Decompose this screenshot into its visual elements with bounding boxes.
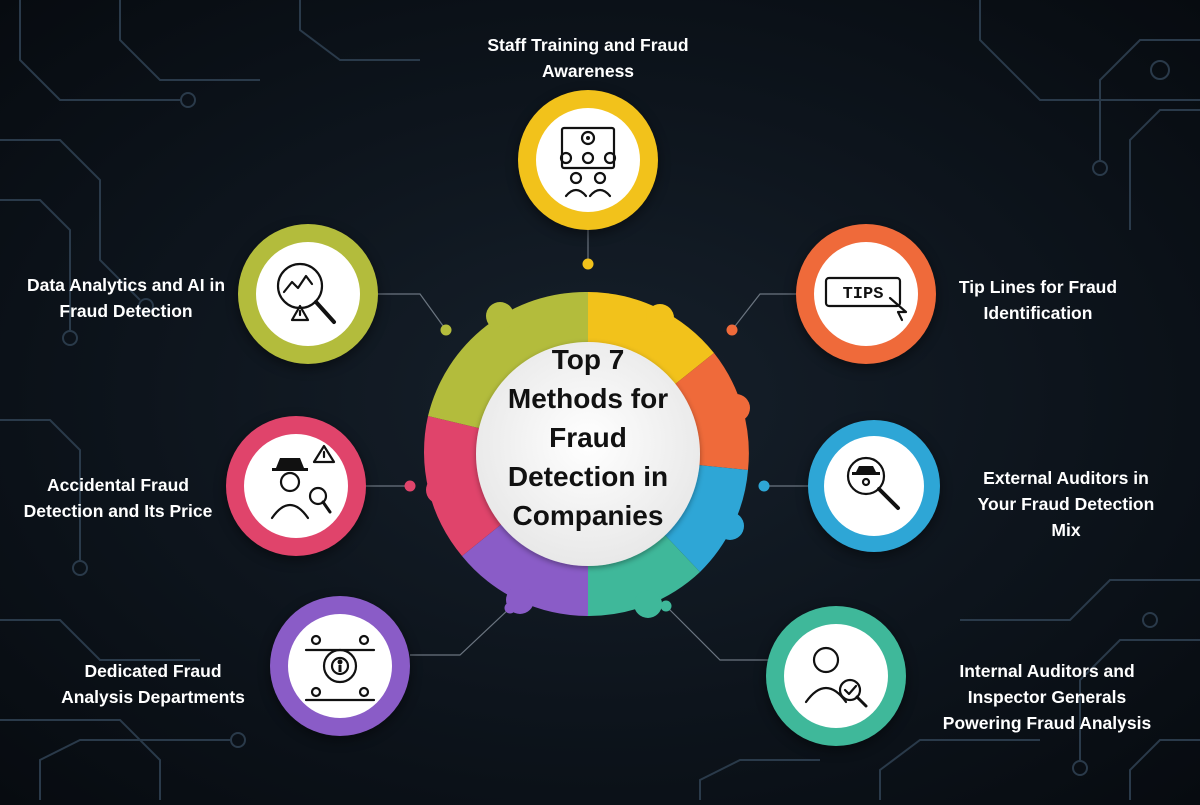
badge-dedicated-departments <box>270 596 410 736</box>
badge-external-auditors <box>808 420 940 552</box>
network-people-icon <box>304 634 376 702</box>
tips-cursor-icon: TIPS <box>824 276 908 322</box>
auditor-check-icon <box>804 646 868 708</box>
team-gear-icon <box>559 126 617 198</box>
badge-accidental-fraud <box>226 416 366 556</box>
badge-data-analytics <box>238 224 378 364</box>
badge-tip-lines: TIPS <box>796 224 936 364</box>
label-internal-auditors: Internal Auditors and Inspector Generals… <box>942 661 1152 733</box>
detective-warning-icon <box>270 444 336 520</box>
label-data-analytics: Data Analytics and AI in Fraud Detection <box>26 275 226 321</box>
label-accidental-fraud: Accidental Fraud Detection and Its Price <box>23 475 213 521</box>
magnifier-spy-icon <box>846 456 900 510</box>
svg-text:TIPS: TIPS <box>843 285 884 304</box>
badge-internal-auditors <box>766 606 906 746</box>
label-external-auditors: External Auditors in Your Fraud Detectio… <box>977 468 1155 540</box>
center-title: Top 7 Methods for Fraud Detection in Com… <box>507 344 669 531</box>
label-dedicated-departments: Dedicated Fraud Analysis Departments <box>61 661 245 707</box>
label-tip-lines: Tip Lines for Fraud Identification <box>958 277 1118 323</box>
analytics-warning-icon <box>276 262 336 324</box>
label-staff-training: Staff Training and Fraud Awareness <box>487 35 689 81</box>
badge-staff-training <box>518 90 658 230</box>
puzzle-wheel <box>424 291 750 618</box>
connectors <box>360 214 810 661</box>
